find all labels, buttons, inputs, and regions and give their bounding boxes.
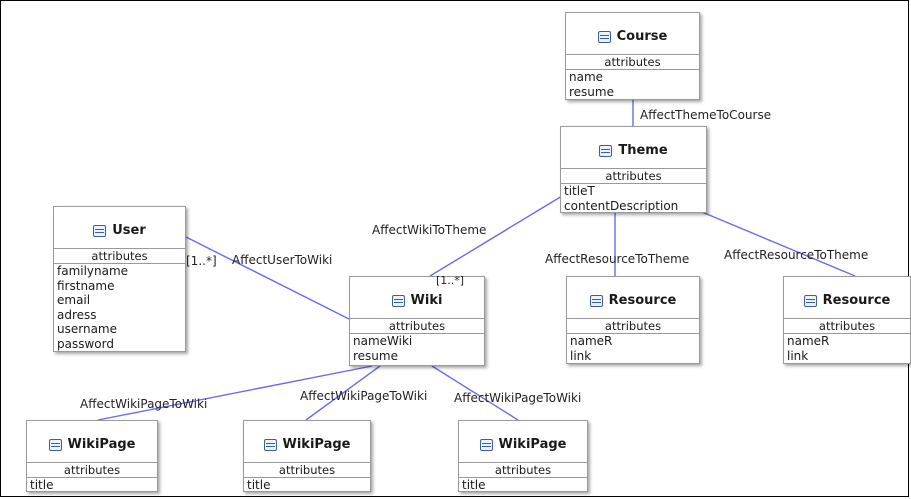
association-label: AffectWikiPageToWiki <box>300 389 428 403</box>
association-label: AffectResourceToTheme <box>545 252 690 266</box>
class-name: WikiPage <box>498 437 567 452</box>
association-label: AffectWikiPageToWiki <box>80 397 208 411</box>
class-icon <box>599 144 613 157</box>
class-icon <box>479 438 493 451</box>
link-wikipage3-wiki <box>431 365 519 421</box>
class-icon <box>48 438 62 451</box>
link-wikipage1-wiki <box>97 365 373 421</box>
attributes-heading: attributes <box>566 55 699 70</box>
association-label: AffectUserToWiki <box>232 253 333 267</box>
class-wikipage[interactable]: WikiPage attributes title <box>458 420 588 492</box>
class-theme[interactable]: Theme attributes titleT contentDescripti… <box>560 126 707 213</box>
class-name: Course <box>616 29 668 44</box>
class-wikipage[interactable]: WikiPage attributes title <box>26 420 158 492</box>
multiplicity-label: [1..*] <box>186 254 217 268</box>
association-label: AffectWikiPageToWiki <box>454 391 582 405</box>
attribute: contentDescription <box>564 198 679 213</box>
attribute: firstname <box>57 278 115 293</box>
attribute: name <box>569 70 604 84</box>
class-icon <box>391 294 405 307</box>
attribute: link <box>787 348 809 363</box>
attributes-heading: attributes <box>27 463 157 478</box>
class-name: User <box>112 223 146 238</box>
attribute: titleT <box>564 184 595 198</box>
attribute: adress <box>57 307 97 322</box>
class-resource[interactable]: Resource attributes nameR link <box>783 276 911 364</box>
attribute: familyname <box>57 264 129 278</box>
class-name: Resource <box>822 293 891 308</box>
link-user-wiki <box>185 236 350 320</box>
attribute: title <box>247 478 271 492</box>
attribute: title <box>30 478 54 492</box>
attributes-heading: attributes <box>54 249 185 264</box>
class-icon <box>803 294 817 307</box>
class-wikipage[interactable]: WikiPage attributes title <box>243 420 371 492</box>
attributes-heading: attributes <box>350 319 484 334</box>
attribute: email <box>57 293 91 308</box>
attribute: link <box>570 348 592 363</box>
class-name: Resource <box>608 293 677 308</box>
attribute: nameR <box>787 334 830 348</box>
class-wiki[interactable]: Wiki attributes nameWiki resume <box>349 276 485 366</box>
class-course[interactable]: Course attributes name resume <box>565 12 700 100</box>
attribute: resume <box>569 84 614 99</box>
attributes-heading: attributes <box>561 169 706 184</box>
association-label: AffectResourceToTheme <box>724 248 869 262</box>
class-icon <box>263 438 277 451</box>
attributes-heading: attributes <box>567 319 699 334</box>
attribute: username <box>57 322 117 337</box>
attribute: nameWiki <box>353 334 413 348</box>
class-user[interactable]: User attributes familyname firstname ema… <box>53 206 186 352</box>
attributes-heading: attributes <box>459 463 587 478</box>
association-label: AffectThemeToCourse <box>640 108 772 122</box>
class-name: Wiki <box>410 293 443 308</box>
class-icon <box>93 224 107 237</box>
class-icon <box>597 30 611 43</box>
multiplicity-label: [1..*] <box>436 274 465 287</box>
attribute: title <box>462 478 486 492</box>
attribute: password <box>57 336 114 351</box>
class-name: Theme <box>618 143 668 158</box>
attribute: resume <box>353 348 398 363</box>
class-icon <box>589 294 603 307</box>
attributes-heading: attributes <box>244 463 370 478</box>
class-resource[interactable]: Resource attributes nameR link <box>566 276 700 364</box>
link-resource2-theme <box>689 206 856 277</box>
link-wikipage2-wiki <box>305 365 381 421</box>
class-name: WikiPage <box>282 437 351 452</box>
attributes-heading: attributes <box>784 319 910 334</box>
association-label: AffectWikiToTheme <box>372 223 487 237</box>
link-wiki-theme <box>429 195 563 277</box>
attribute: nameR <box>570 334 613 348</box>
class-name: WikiPage <box>67 437 136 452</box>
